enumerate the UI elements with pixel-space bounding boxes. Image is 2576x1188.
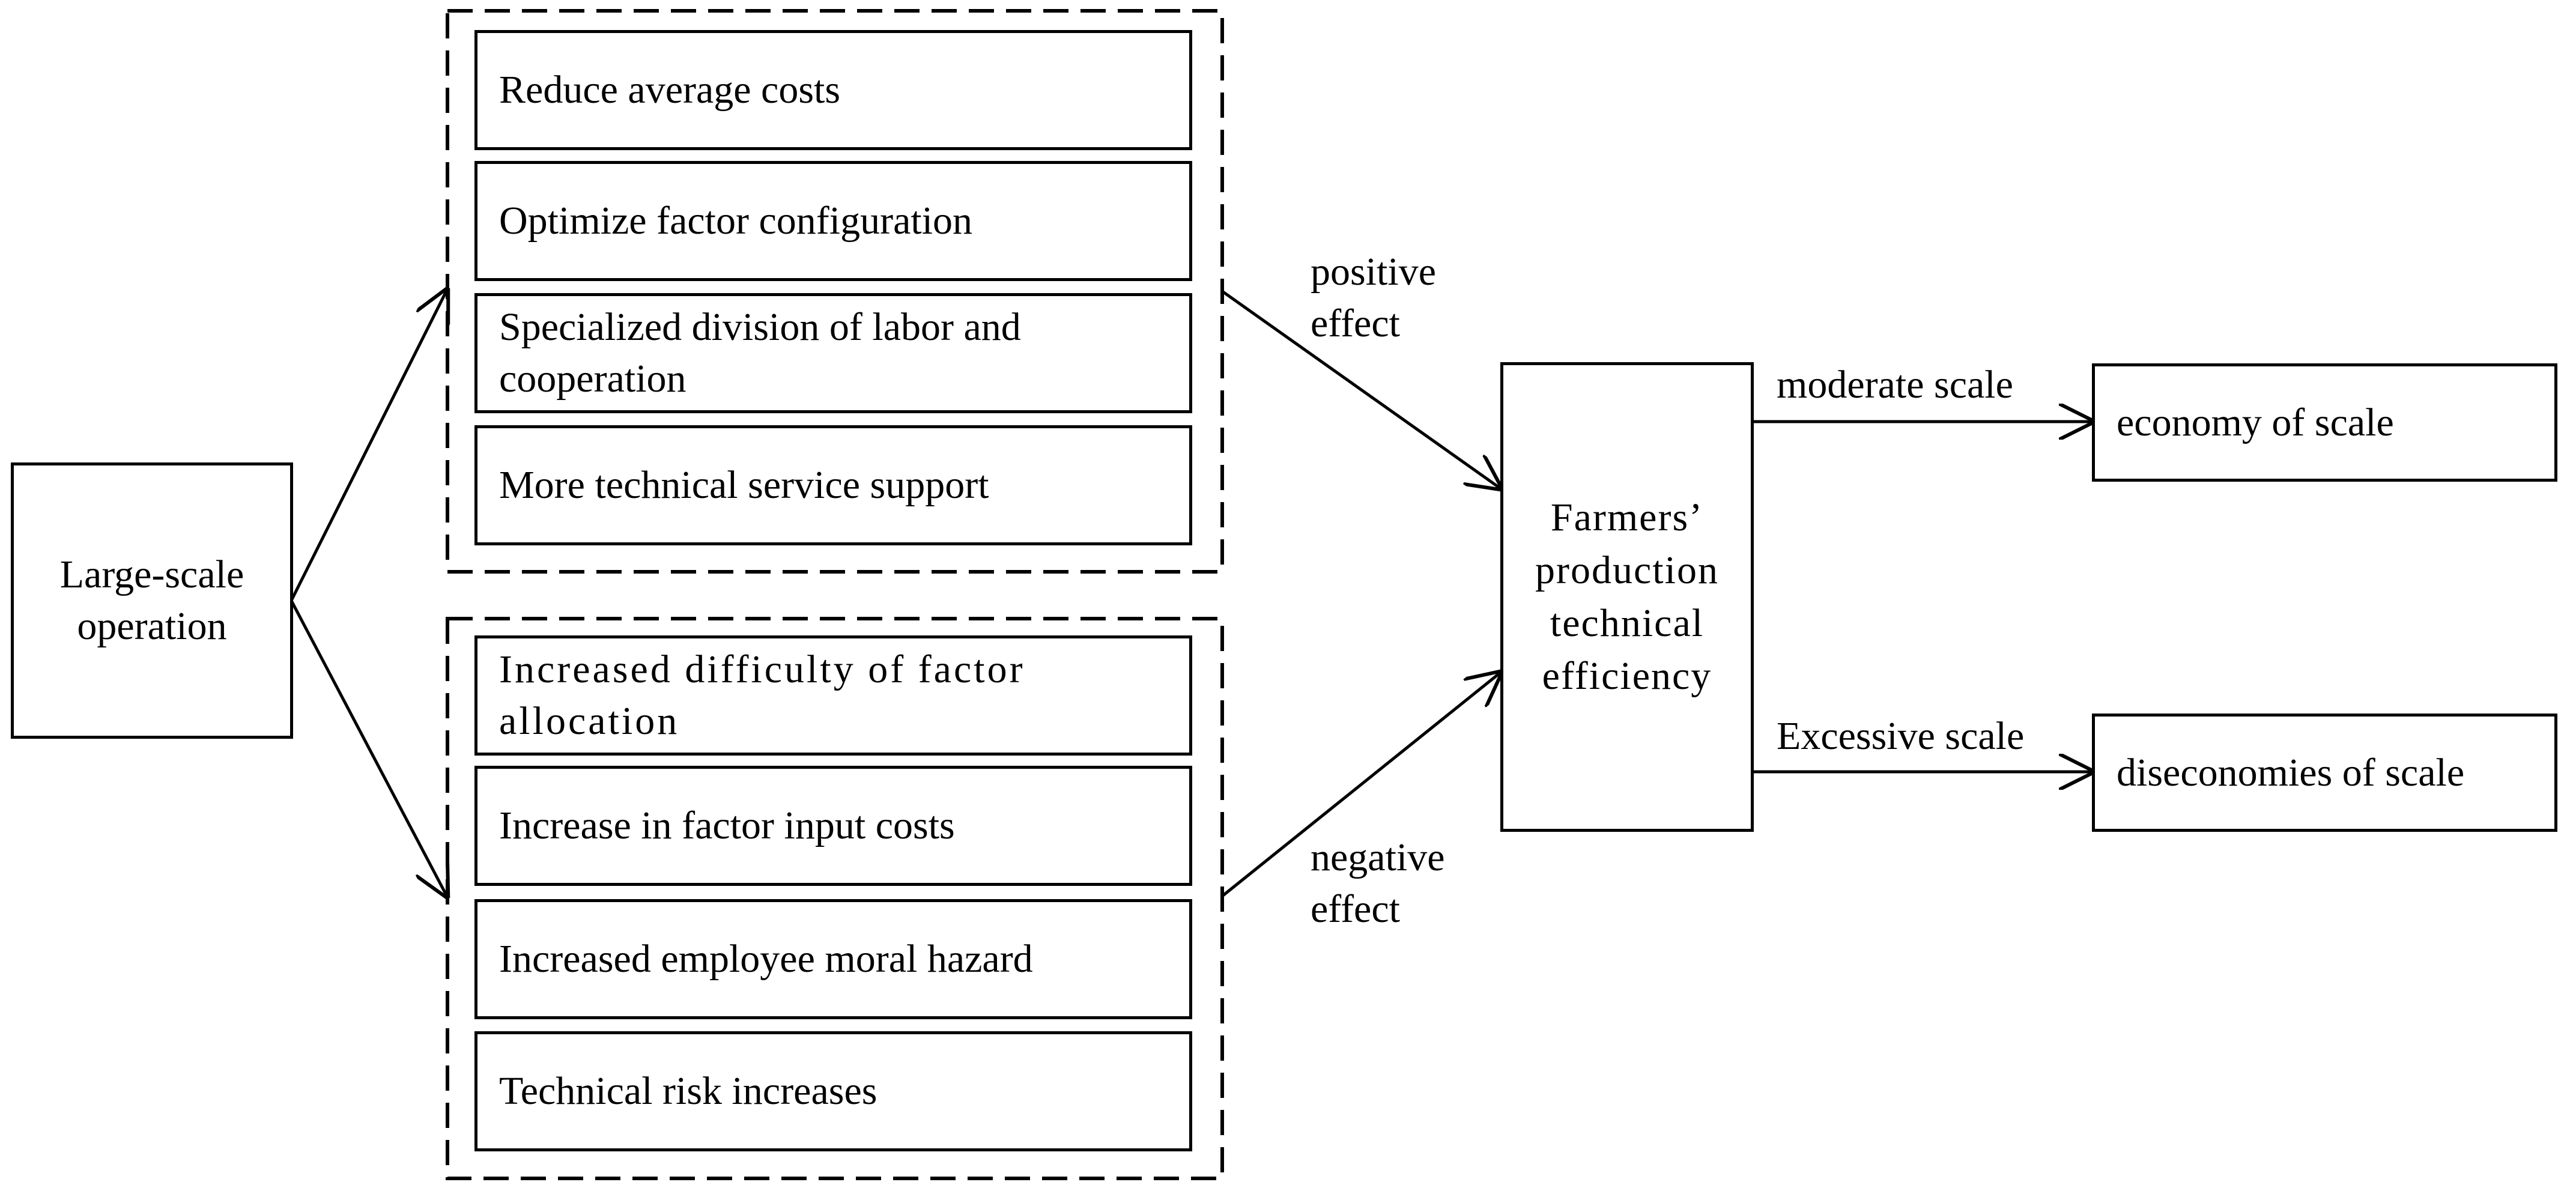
negative-item-label: Increase in factor input costs (499, 804, 955, 848)
negative-item-node: Increase in factor input costs (474, 766, 1192, 886)
negative-item-label: Increased difficulty of factor allocatio… (499, 647, 1025, 743)
center-label: Farmers’ production technical efficiency (1535, 496, 1719, 698)
negative-item-node: Increased employee moral hazard (474, 899, 1192, 1019)
source-node: Large-scale operation (11, 462, 293, 739)
positive-item-label: More technical service support (499, 463, 989, 508)
positive-effect-label: positive effect (1311, 250, 1436, 345)
positive-item-node: Specialized division of labor and cooper… (474, 293, 1192, 413)
positive-item-label: Reduce average costs (499, 68, 841, 112)
excessive-scale-label: Excessive scale (1777, 714, 2025, 758)
negative-item-label: Technical risk increases (499, 1069, 877, 1114)
negative-item-node: Increased difficulty of factor allocatio… (474, 635, 1192, 756)
positive-item-node: Reduce average costs (474, 30, 1192, 150)
diseconomies-of-scale-label: diseconomies of scale (2117, 750, 2465, 795)
positive-item-node: Optimize factor configuration (474, 161, 1192, 281)
economy-of-scale-label: economy of scale (2117, 400, 2394, 444)
source-label: Large-scale operation (59, 553, 244, 648)
economy-of-scale-node: economy of scale (2092, 363, 2557, 482)
diseconomies-of-scale-node: diseconomies of scale (2092, 714, 2557, 832)
arrow-source-to-positive-group (289, 290, 447, 602)
negative-item-node: Technical risk increases (474, 1031, 1192, 1151)
arrow-negative-effect (1221, 673, 1500, 897)
positive-item-node: More technical service support (474, 425, 1192, 545)
moderate-scale-label: moderate scale (1777, 363, 2013, 407)
positive-item-label: Specialized division of labor and cooper… (499, 305, 1021, 401)
center-node: Farmers’ production technical efficiency (1500, 362, 1754, 832)
positive-item-label: Optimize factor configuration (499, 199, 973, 243)
negative-effect-label: negative effect (1311, 835, 1445, 931)
arrow-source-to-negative-group (289, 599, 447, 896)
negative-item-label: Increased employee moral hazard (499, 937, 1033, 981)
arrow-positive-effect (1221, 289, 1500, 488)
